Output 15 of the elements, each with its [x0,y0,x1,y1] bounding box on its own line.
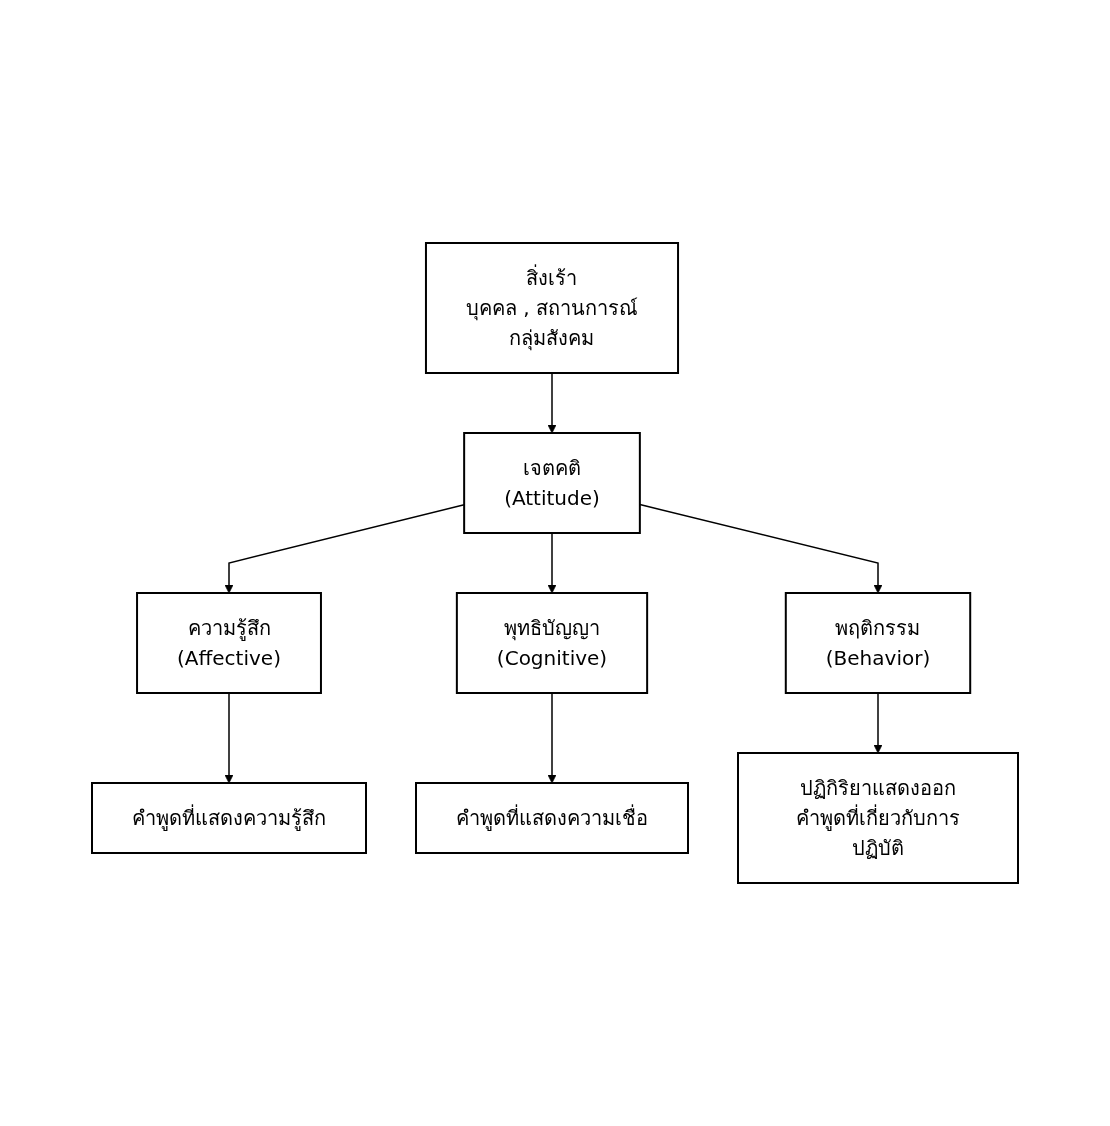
arrow [873,692,883,754]
arrow [224,692,234,784]
arrow [547,532,557,594]
node-box: คำพูดที่แสดงความเชื่อ [415,782,689,854]
node-box: คำพูดที่แสดงความรู้สึก [91,782,367,854]
node-box: ความรู้สึก (Affective) [136,592,322,694]
node-box: ปฏิกิริยาแสดงออก คำพูดที่เกี่ยวกับการปฏิบัติ [737,752,1019,884]
arrow [639,503,883,594]
arrow [547,692,557,784]
arrow [547,372,557,434]
node-box: เจตคติ (Attitude) [463,432,641,534]
arrow [224,504,465,594]
node-box: สิ่งเร้า บุคคล , สถานการณ์ กลุ่มสังคม [424,242,680,374]
node-box: พุทธิบัญญา (Cognitive) [455,592,649,694]
node-box: พฤติกรรม (Behavior) [784,592,972,694]
